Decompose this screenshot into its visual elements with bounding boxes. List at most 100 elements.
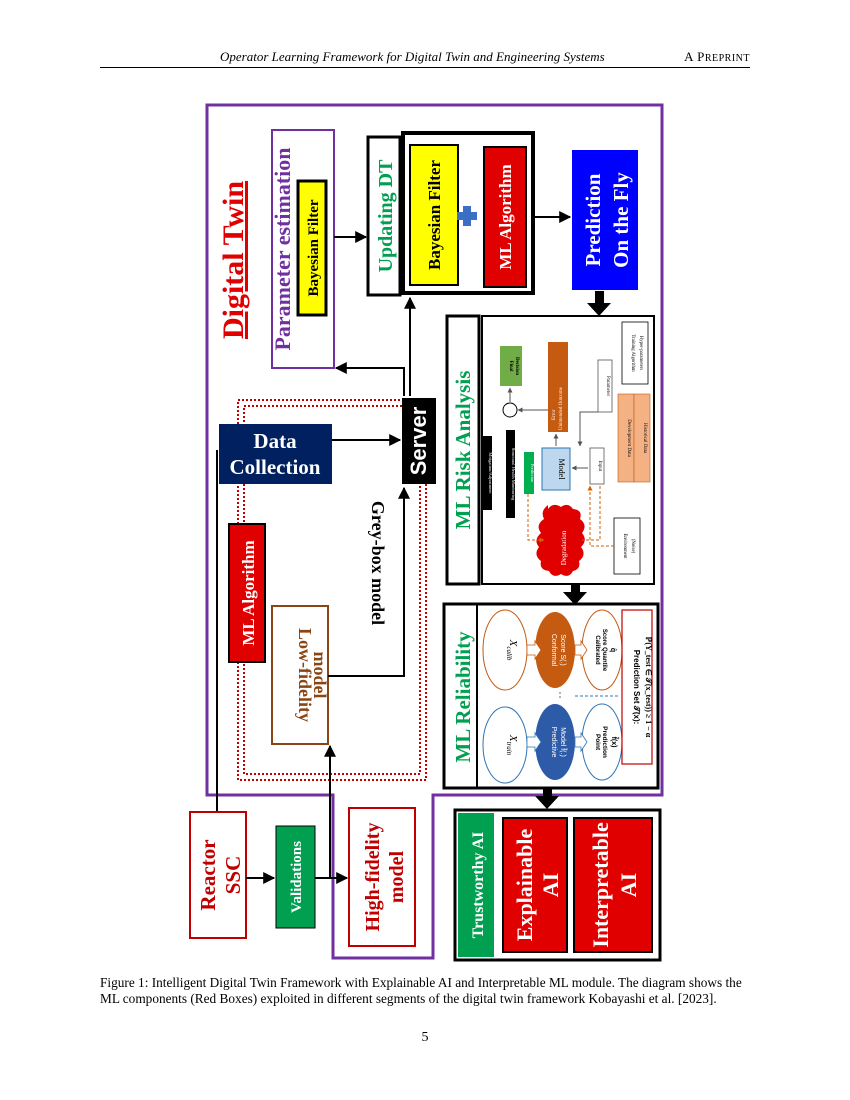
updating-dt-label: Updating DT — [375, 159, 397, 272]
training-label: Training Algorithm — [630, 334, 635, 372]
x-train-sub: train — [505, 742, 513, 756]
arrow-rel-down — [535, 788, 559, 809]
risk-dashed-1 — [527, 494, 545, 543]
x-calib-ellipse — [482, 609, 528, 691]
reactor-label-1: Reactor — [196, 839, 220, 910]
degradation-cloud — [536, 504, 585, 576]
high-fidelity-box — [348, 807, 416, 947]
risk-diagram: Final Decision Error Unintended Outcome … — [483, 321, 651, 576]
historical-data-box — [633, 393, 651, 483]
prediction-box — [572, 150, 638, 290]
point-label-3: f̂(x) — [610, 736, 619, 747]
historical-data-label: Historical Data — [642, 423, 647, 454]
parameter-label: Parameter — [605, 376, 610, 397]
predictive-label-2: Model f̂(.) — [559, 727, 567, 757]
development-data-label: Development Data — [626, 419, 631, 457]
explainable-box — [502, 817, 568, 953]
ml-algorithm-label-2: ML Algorithm — [239, 540, 258, 645]
reactor-box — [189, 811, 247, 939]
param-estimation-box — [271, 129, 335, 369]
server-label: Server — [406, 406, 431, 475]
plus-icon — [457, 206, 477, 226]
rel-arrow-2 — [574, 639, 588, 661]
bayesian-filter-box-2 — [409, 144, 459, 286]
parameter-box — [597, 359, 613, 413]
bayesian-filter-label-1: Bayesian Filter — [306, 199, 322, 296]
final-decision-box — [500, 346, 522, 386]
trustworthy-box — [458, 813, 494, 957]
figure-caption: Figure 1: Intelligent Digital Twin Frame… — [100, 975, 742, 1006]
trustworthy-label: Trustworthy AI — [470, 832, 487, 939]
rel-arrow-1 — [526, 639, 542, 661]
point-label-1: Point — [594, 734, 601, 751]
prediction-set-box — [621, 609, 653, 765]
ml-algorithm-box-1 — [483, 146, 527, 288]
rel-arrow-3 — [526, 731, 542, 753]
running-header: Operator Learning Framework for Digital … — [100, 47, 750, 68]
grey-box-label: Grey-box model — [368, 501, 388, 625]
ml-risk-label: ML Risk Analysis — [451, 371, 475, 530]
prediction-label-2: On the Fly — [609, 172, 633, 268]
prediction-set-label: Prediction Set 𝒯(x): — [632, 650, 642, 725]
reactor-label-2: SSC — [221, 856, 245, 895]
calibrated-label-1: Calibrated — [594, 635, 600, 665]
explainable-label-1: Explainable — [512, 829, 537, 942]
interpretable-label-1: Interpretable — [588, 822, 613, 948]
param-estimation-label: Parameter estimation — [270, 147, 295, 350]
data-collection-label-2: Collection — [230, 455, 321, 479]
error-box — [548, 342, 568, 432]
rel-arrow-4 — [574, 731, 588, 753]
arrow-lowfi-to-server — [328, 486, 410, 677]
digital-twin-border — [205, 103, 664, 960]
ml-algorithm-label-1: ML Algorithm — [496, 164, 515, 269]
server-box — [402, 398, 436, 484]
hyper-label: Hyper-parameters — [638, 336, 643, 371]
arrow-server-to-pe — [334, 362, 405, 396]
x-calib-x: X — [507, 639, 519, 648]
interpretable-box — [573, 817, 653, 953]
calibrated-label-3: q̂ — [609, 648, 617, 652]
high-fidelity-label-1: High-fidelity — [362, 823, 384, 932]
risk-dashed-3 — [587, 485, 614, 547]
preprint-label-sc: REPRINT — [704, 53, 750, 64]
preprint-label-a: A P — [684, 49, 705, 64]
environment-label-2: (Noise) — [630, 539, 635, 554]
mitigation-label: Mitigation/Adjustment — [488, 452, 493, 494]
data-collection-label-1: Data — [253, 429, 297, 453]
x-train-label: Xtrain — [505, 734, 519, 756]
bayesian-filter-box-1 — [296, 179, 328, 317]
arrow-risk-down — [563, 584, 587, 605]
digital-twin-diagram: Digital Twin Parameter estimation Bayesi… — [189, 103, 664, 962]
input-box — [589, 447, 605, 485]
digital-twin-title: Digital Twin — [217, 181, 250, 339]
environment-label-1: Environment — [622, 533, 627, 559]
ml-algorithm-box-2 — [228, 523, 266, 663]
x-train-x: X — [507, 734, 519, 743]
bayesian-filter-label-2: Bayesian Filter — [425, 160, 444, 270]
ml-risk-box — [445, 314, 481, 586]
x-calib-sub: calib — [505, 646, 513, 660]
high-fidelity-label-2: model — [386, 850, 408, 903]
bf-ml-group — [401, 131, 535, 295]
mitigation-box — [483, 436, 492, 510]
conformal-ellipse — [535, 612, 575, 688]
prediction-small-box — [524, 452, 534, 494]
unintended-label: Unintended Outcome — [559, 386, 564, 430]
trustworthy-group — [453, 808, 662, 962]
ml-reliability-label: ML Reliability — [451, 631, 475, 763]
model-box — [541, 447, 571, 491]
error-label: Error — [552, 409, 557, 420]
arrow-pred-down — [587, 291, 611, 316]
validations-box — [275, 825, 316, 929]
calibrated-label-2: Score Quantile — [601, 629, 607, 672]
updating-dt-box — [366, 135, 402, 297]
conformal-label-2: Score S(.) — [559, 634, 566, 666]
point-label-2: Prediction — [601, 726, 608, 758]
sum-node — [502, 402, 518, 418]
input-label: Input — [597, 461, 602, 472]
page-number: 5 — [421, 1030, 429, 1045]
conformal-label-1: Conformal — [550, 634, 557, 667]
x-calib-label: Xcalib — [505, 639, 519, 661]
shm-label: Structural Health Monitoring — [511, 448, 516, 501]
low-fidelity-label-2: model — [310, 652, 330, 699]
